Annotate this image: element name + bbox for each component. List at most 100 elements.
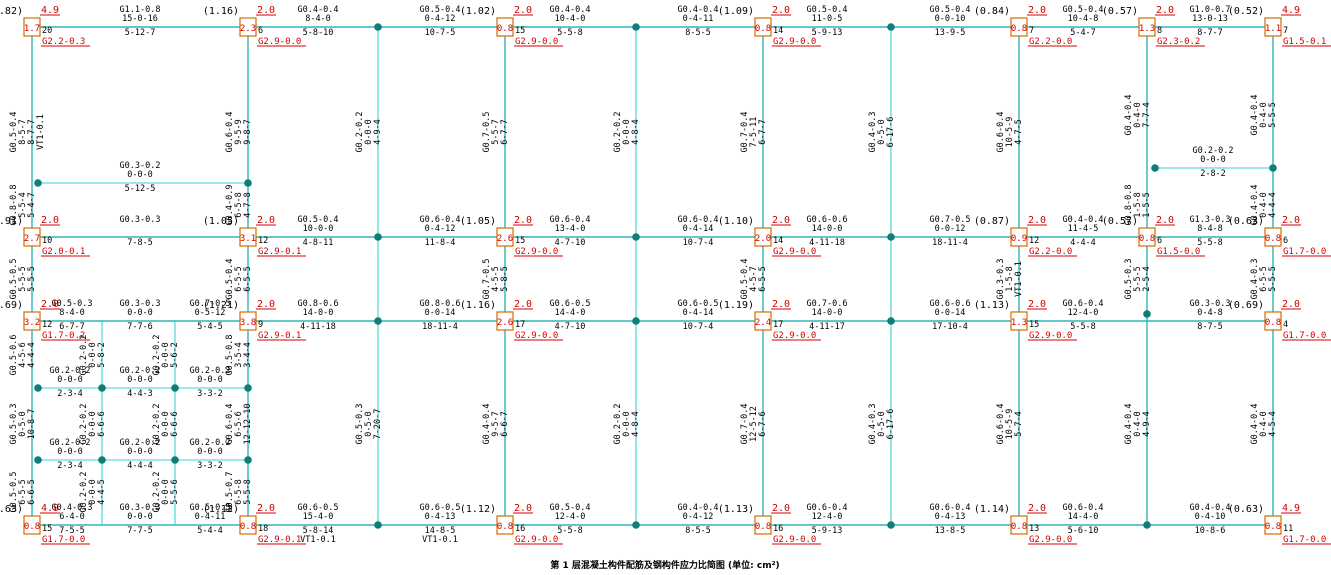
column-ratio: 1.7 <box>24 24 40 34</box>
column-box <box>754 515 772 535</box>
column-stress-ratio: (1.14) <box>974 504 1010 515</box>
column-ratio: 2.4 <box>755 318 771 328</box>
beam-label-top-rebar: 0-0-0 <box>127 308 153 318</box>
column-box <box>1264 515 1282 535</box>
beam-label-section: G0.5-0.4 <box>1063 5 1104 15</box>
column-ratio: 2.6 <box>497 234 513 244</box>
beam-label-bottom-rebar: 6-5-5 <box>758 266 768 292</box>
beam-label-top-rebar: 0-0-0 <box>88 342 98 368</box>
column-rebar-area: 2.0 <box>772 215 790 226</box>
beam-label-bottom-rebar: 2-5-4 <box>1142 266 1152 292</box>
beam-label-section: G0.4-0.4 <box>482 404 492 445</box>
column-stress-ratio: (0.63) <box>1228 216 1264 227</box>
column-box <box>496 515 514 535</box>
drawing-title: 第 1 层混凝土构件配筋及钢构件应力比简图 (单位: cm²) <box>550 559 779 571</box>
beam-label-top-rebar: 12-4-0 <box>555 512 586 522</box>
column-rebar-area: 4.9 <box>1282 5 1300 16</box>
column-number: 14 <box>773 236 783 246</box>
beam-label-top-rebar: 6-5-5 <box>18 479 28 505</box>
column-ratio: 0.8 <box>1011 24 1027 34</box>
column-stress-ratio: (0.82) <box>0 6 23 17</box>
beam-label-section: G0.4-0.4 <box>1124 404 1134 445</box>
beam-label-top-rebar: 6-5-8 <box>234 192 244 218</box>
beam-label-bottom-rebar: 6-6-7 <box>500 411 510 437</box>
beam-label-bottom-rebar: 5-4-7 <box>27 192 37 218</box>
beam-label-section: G0.5-0.4 <box>420 5 461 15</box>
column-ratio: 0.8 <box>755 522 771 532</box>
beam-label-section: G0.5-0.5 <box>9 472 19 513</box>
beam-label-bottom-rebar: 4-7-10 <box>555 322 586 332</box>
beam-label: G0.3-0.30-0-07-7-5 <box>120 503 161 536</box>
beam-label-section: G0.7-0.5 <box>190 299 231 309</box>
beam-label-section: G0.5-0.4 <box>225 259 235 300</box>
column-ratio: 0.8 <box>1265 318 1281 328</box>
beam-label-section: G0.2-0.2 <box>79 404 89 445</box>
column-number: 16 <box>515 524 525 534</box>
column-stress-ratio: (1.10) <box>718 216 754 227</box>
beam-label-section: G0.7-0.5 <box>482 259 492 300</box>
beam-label: G0.7-0.50-5-125-4-5 <box>190 299 231 332</box>
column-stress-ratio: (1.05) <box>460 216 496 227</box>
beam-label-top-rebar: 0-0-0 <box>622 411 632 437</box>
beam-label-top-rebar: 0-0-12 <box>935 224 966 234</box>
column-shear-label: G2.2-0.3 <box>42 37 85 47</box>
beam-label-bottom-rebar: 5-5-5 <box>1268 102 1278 128</box>
beam-label-bottom-rebar: 4-11-18 <box>809 238 845 248</box>
beam-label-section: G0.6-0.5 <box>298 503 339 513</box>
column-ratio: 2.3 <box>240 24 256 34</box>
beam-label-section: G0.7-0.4 <box>740 112 750 153</box>
beam-label-top-rebar: 0-4-13 <box>935 512 966 522</box>
column-shear-label: G2.9-0.0 <box>515 535 558 545</box>
column-ratio: 1.3 <box>1011 318 1027 328</box>
beam-label: G0.6-0.514-4-04-7-10 <box>550 299 591 332</box>
column-rebar-area: 2.0 <box>257 503 275 514</box>
beam-label-top-rebar: 10-4-0 <box>555 14 586 24</box>
column-ratio: 2.6 <box>497 318 513 328</box>
column-ratio: 0.8 <box>1265 522 1281 532</box>
beam-label-top-rebar: 0-5-0 <box>877 119 887 145</box>
column-rebar-area: 4.9 <box>1282 503 1300 514</box>
beam-label-bottom-rebar: 6-7-7 <box>758 119 768 145</box>
column-stress-ratio: (1.02) <box>460 6 496 17</box>
beam-label-bottom-rebar: 5-5-8 <box>1070 322 1096 332</box>
beam-label: G1.3-0.38-4-85-5-8 <box>1190 215 1231 248</box>
beam-label: G0.4-0.40-4-118-5-5 <box>678 5 719 38</box>
beam-label-section: G0.7-0.6 <box>807 299 848 309</box>
beam-label-section: G0.4-0.4 <box>550 5 591 15</box>
beam-label-section: G0.6-0.6 <box>807 215 848 225</box>
beam-label-section: G0.8-0.8 <box>1124 185 1134 226</box>
beam-label-section: G0.6-0.4 <box>807 503 848 513</box>
beam-label-top-rebar: 0-5-0 <box>877 411 887 437</box>
beam-label-bottom-rebar: 11-8-4 <box>425 238 456 248</box>
column-rebar-area: 2.0 <box>41 299 59 310</box>
beam-label-section: G0.5-0.4 <box>740 259 750 300</box>
column-rebar-area: 2.0 <box>1282 299 1300 310</box>
beam-label-bottom-rebar: 5-4-4 <box>197 526 223 536</box>
beam-label: G0.5-0.38-4-06-7-7 <box>52 299 93 332</box>
column-ratio: 3.1 <box>240 234 256 244</box>
beam-label-top-rebar: 0-0-0 <box>57 375 83 385</box>
beam-label-section: G0.3-0.2 <box>120 161 161 171</box>
beam-label: G0.6-0.412-4-05-5-8 <box>1063 299 1104 332</box>
beam-label-bottom-rebar: 5-7-4 <box>1014 411 1024 437</box>
beam-label-bottom-rebar: 5-6-10 <box>1068 526 1099 536</box>
column-box <box>239 227 257 247</box>
beam-label-top-rebar: 0-4-0 <box>1259 411 1269 437</box>
column-shear-label: G1.7-0.0 <box>1283 247 1326 257</box>
column-rebar-area: 2.0 <box>1028 215 1046 226</box>
beam-label-section: G0.6-0.4 <box>678 215 719 225</box>
beam-label-section: G0.6-0.4 <box>996 112 1006 153</box>
beam-label-section: G0.6-0.6 <box>930 299 971 309</box>
column-ratio: 0.8 <box>24 522 40 532</box>
